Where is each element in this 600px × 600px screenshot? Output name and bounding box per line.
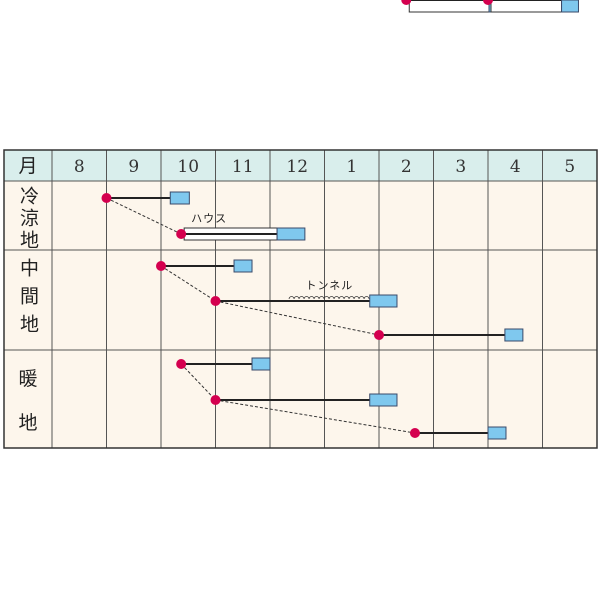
schedule-1: トンネル <box>210 279 398 308</box>
schedule-2 <box>374 328 524 342</box>
house-cover-bar <box>408 0 490 13</box>
house-cover-bar <box>490 0 563 13</box>
schedule-1 <box>210 393 398 407</box>
harvest-period-box <box>233 259 253 273</box>
month-header-9: 9 <box>128 157 139 177</box>
harvest-period-box <box>504 328 524 342</box>
region-label: 冷涼地 <box>17 186 39 252</box>
harvest-period-box <box>251 357 271 371</box>
schedule-2 <box>409 426 507 440</box>
house-note: ハウス <box>191 212 227 225</box>
sowing-dot <box>176 359 187 369</box>
sowing-dot <box>401 0 412 5</box>
schedule-0 <box>101 191 190 205</box>
schedule-1: ハウス <box>176 212 306 241</box>
harvest-period-box <box>487 426 507 440</box>
region-label: 地 <box>18 412 37 434</box>
header-month-label: 月 <box>18 155 37 177</box>
month-header-1: 1 <box>346 157 357 177</box>
sowing-dot <box>176 229 187 239</box>
region-0: 冷涼地 ハウス <box>17 0 579 252</box>
sowing-dot <box>210 395 221 405</box>
schedule-3 <box>483 0 579 13</box>
dashed-link <box>106 197 182 235</box>
month-header-10: 10 <box>177 157 199 177</box>
sowing-dot <box>374 330 384 340</box>
tunnel-cover-marks <box>288 296 370 300</box>
region-label: 暖 <box>18 368 37 390</box>
dashed-link <box>180 363 216 401</box>
sowing-dot <box>483 0 493 5</box>
month-header-4: 4 <box>510 157 521 177</box>
schedule-0 <box>156 259 253 273</box>
dashed-link <box>160 265 216 302</box>
header-background <box>4 150 597 181</box>
sowing-dot <box>409 428 420 438</box>
harvest-period-box <box>369 393 398 407</box>
region-1: 中間地 トンネル <box>17 258 524 342</box>
month-header-11: 11 <box>232 157 254 177</box>
month-header-12: 12 <box>286 157 308 177</box>
harvest-period-box <box>369 294 398 308</box>
dashed-link <box>215 300 380 336</box>
sowing-dot <box>210 296 221 306</box>
region-label: 中間地 <box>17 258 39 342</box>
month-header-3: 3 <box>455 157 466 177</box>
tunnel-note: トンネル <box>306 279 354 292</box>
sowing-dot <box>101 193 112 203</box>
harvest-period-box <box>561 0 579 13</box>
body-background <box>4 181 597 448</box>
dashed-link <box>215 399 416 434</box>
month-header-2: 2 <box>401 157 412 177</box>
schedule-0 <box>176 357 271 371</box>
region-2: 暖地 <box>18 357 507 440</box>
table-border <box>3 149 598 449</box>
sowing-dot <box>156 261 166 271</box>
harvest-period-box <box>169 191 190 205</box>
harvest-period-box <box>276 227 306 241</box>
month-header-8: 8 <box>74 157 85 177</box>
month-header-5: 5 <box>564 157 575 177</box>
